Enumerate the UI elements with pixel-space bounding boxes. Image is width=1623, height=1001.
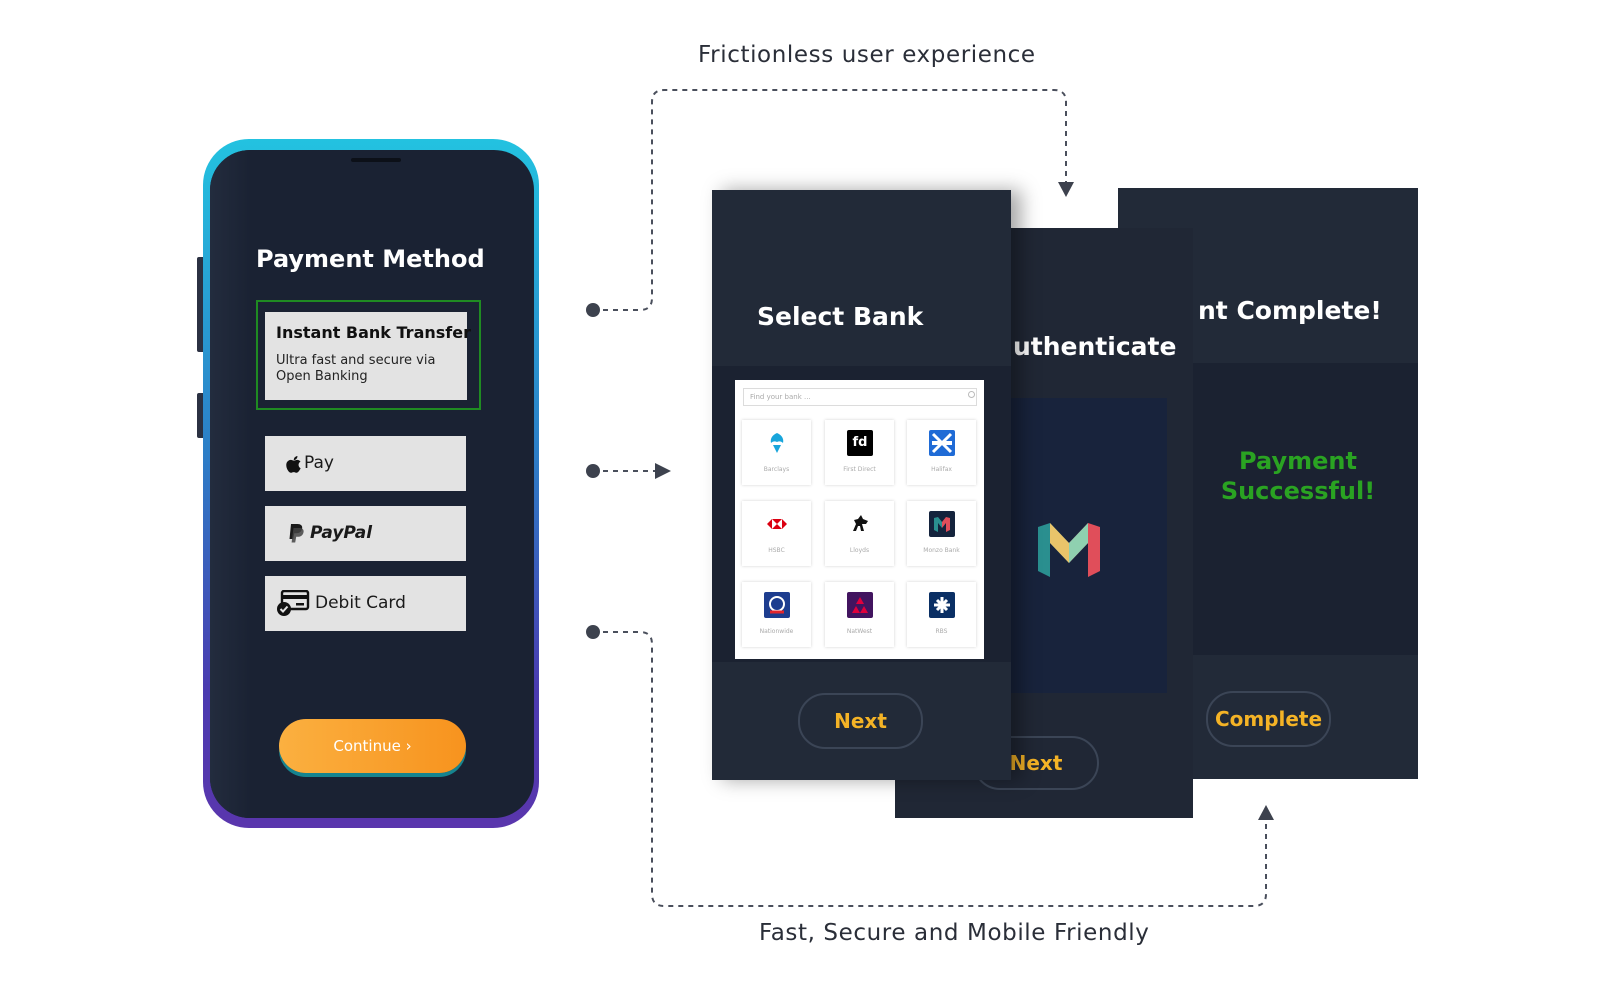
bank-tile-lloyds[interactable]: Lloyds (825, 501, 894, 566)
bank-tile-natwest[interactable]: NatWest (825, 582, 894, 647)
payment-successful-message: Payment Successful! (1178, 446, 1418, 506)
continue-button[interactable]: Continue › (279, 719, 466, 773)
connector-dot-middle (586, 464, 600, 478)
connector-dot-bottom (586, 625, 600, 639)
payment-complete-title: nt Complete! (1198, 296, 1382, 325)
arrow-right-icon (655, 463, 671, 479)
success-line-1: Payment (1239, 447, 1357, 475)
monzo-logo-icon (1038, 523, 1100, 577)
apple-icon (286, 456, 301, 473)
rbs-logo-icon (929, 592, 955, 618)
connector-top (593, 89, 1067, 311)
bank-name: First Direct (843, 466, 876, 473)
bank-tile-rbs[interactable]: RBS (907, 582, 976, 647)
bank-tile-barclays[interactable]: Barclays (742, 420, 811, 485)
search-icon (968, 391, 975, 398)
select-bank-title: Select Bank (757, 302, 924, 331)
option-subtitle: Ultra fast and secure via Open Banking (276, 353, 436, 384)
bank-name: HSBC (768, 547, 785, 554)
barclays-eagle-icon (770, 433, 784, 453)
bank-tile-nationwide[interactable]: Nationwide (742, 582, 811, 647)
phone-mockup: Payment Method Instant Bank Transfer Ult… (197, 139, 539, 828)
arrow-up-icon (1258, 805, 1274, 820)
paypal-option[interactable]: PayPal (265, 506, 466, 561)
first-direct-logo-icon: fd (847, 430, 873, 456)
hsbc-hexagon-icon (767, 519, 787, 529)
monzo-small-logo-icon (929, 511, 955, 537)
paypal-label: PayPal (310, 523, 373, 543)
bank-grid-panel: Find your bank ... Barclays fd First Dir… (735, 380, 984, 659)
bottom-caption: Fast, Secure and Mobile Friendly (759, 920, 1150, 946)
debit-card-option[interactable]: Debit Card (265, 576, 466, 631)
bank-name: Nationwide (759, 628, 794, 635)
paypal-icon (289, 524, 304, 543)
bank-name: NatWest (846, 628, 873, 635)
natwest-logo-icon (847, 592, 873, 618)
bank-tile-halifax[interactable]: Halifax (907, 420, 976, 485)
screen-shade (210, 150, 250, 818)
top-caption: Frictionless user experience (698, 42, 1036, 68)
payment-method-title: Payment Method (256, 245, 485, 273)
connector-dot-top (586, 303, 600, 317)
selected-option-frame (256, 300, 481, 410)
phone-side-button (197, 393, 203, 438)
bank-tile-monzo[interactable]: Monzo Bank (907, 501, 976, 566)
lloyds-horse-icon (853, 515, 868, 531)
success-line-2: Successful! (1220, 477, 1376, 505)
debit-card-label: Debit Card (315, 593, 406, 613)
apple-pay-option[interactable]: Pay (265, 436, 466, 491)
bank-name: Monzo Bank (923, 547, 960, 554)
bank-tile-hsbc[interactable]: HSBC (742, 501, 811, 566)
option-title: Instant Bank Transfer (276, 323, 471, 342)
complete-button[interactable]: Complete (1206, 691, 1331, 747)
apple-pay-label: Pay (304, 453, 334, 473)
bank-name: RBS (935, 628, 948, 635)
select-bank-next-button[interactable]: Next (798, 693, 923, 749)
nationwide-logo-icon (764, 592, 790, 618)
debit-card-icon (277, 590, 310, 616)
authenticate-title: uthenticate (1013, 332, 1177, 361)
bank-name: Barclays (763, 466, 790, 473)
select-bank-screen: Select Bank Find your bank ... Barclays … (712, 190, 1011, 780)
phone-side-button (197, 257, 203, 352)
arrow-down-icon (1058, 182, 1074, 197)
instant-bank-transfer-option[interactable]: Instant Bank Transfer Ultra fast and sec… (265, 312, 471, 400)
phone-screen: Payment Method Instant Bank Transfer Ult… (210, 150, 534, 818)
phone-notch (351, 158, 401, 162)
bank-name: Lloyds (849, 547, 870, 554)
chevron-right-icon: › (405, 737, 412, 755)
bank-search-input[interactable]: Find your bank ... (743, 388, 977, 406)
halifax-logo-icon (929, 430, 955, 456)
bank-name: Halifax (931, 466, 952, 473)
continue-label: Continue (333, 737, 401, 755)
bank-tile-first-direct[interactable]: fd First Direct (825, 420, 894, 485)
